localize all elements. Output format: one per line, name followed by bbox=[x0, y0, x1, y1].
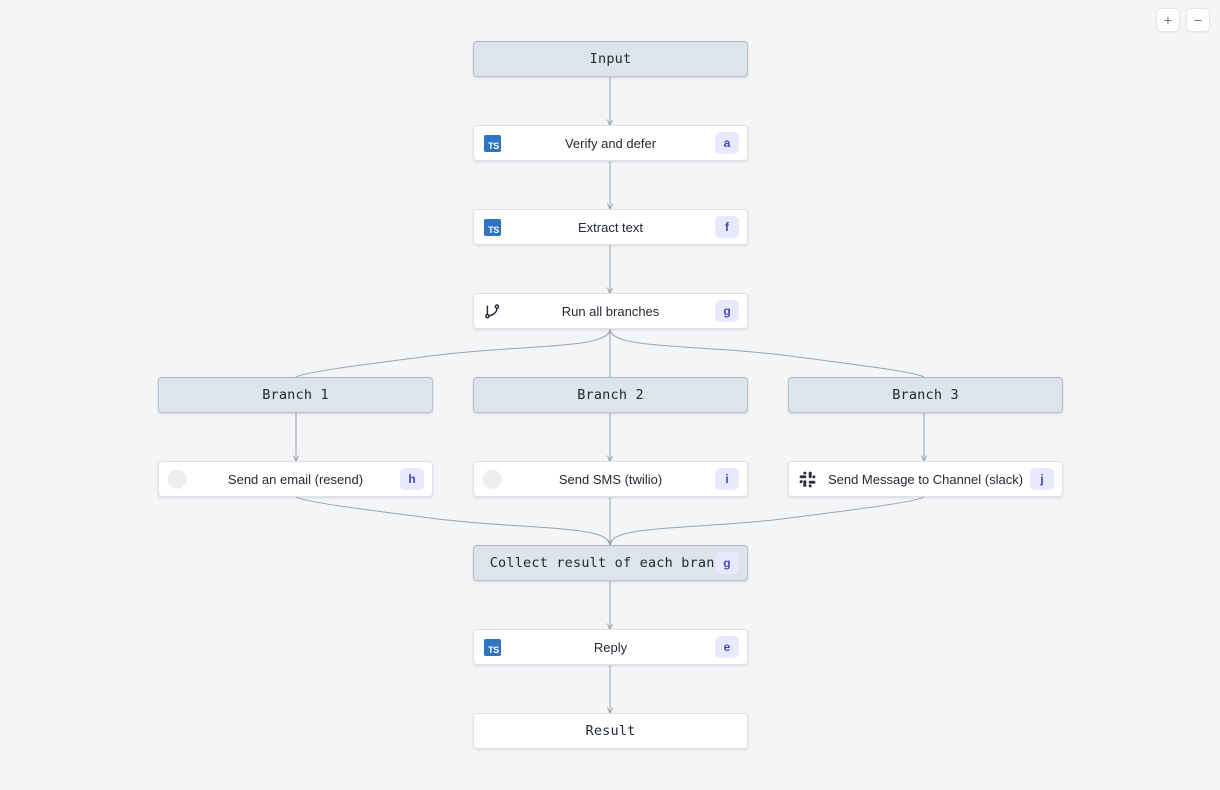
node-label: Branch 2 bbox=[577, 387, 644, 403]
node-badge[interactable]: h bbox=[400, 468, 424, 490]
node-label: Send an email (resend) bbox=[227, 471, 364, 487]
node-label: Result bbox=[585, 723, 636, 739]
edge-email-collect bbox=[295, 496, 611, 546]
node-badge[interactable]: j bbox=[1030, 468, 1054, 490]
node-badge[interactable]: g bbox=[715, 552, 739, 574]
edge-runall-branch3 bbox=[609, 328, 925, 378]
edge-runall-branch1 bbox=[295, 328, 611, 378]
node-extract-text[interactable]: TS Extract text f bbox=[473, 209, 748, 245]
ts-icon: TS bbox=[482, 133, 502, 153]
node-badge[interactable]: a bbox=[715, 132, 739, 154]
node-label: Collect result of each branch bbox=[489, 555, 732, 571]
node-send-an-email[interactable]: Send an email (resend) h bbox=[158, 461, 433, 497]
node-label: Run all branches bbox=[561, 303, 660, 319]
zoom-in-button[interactable]: + bbox=[1156, 8, 1180, 32]
placeholder-icon bbox=[167, 469, 187, 489]
node-label: Send SMS (twilio) bbox=[558, 471, 663, 487]
zoom-controls: + − bbox=[1156, 8, 1210, 32]
ts-icon: TS bbox=[482, 637, 502, 657]
node-collect-result[interactable]: Collect result of each branch g bbox=[473, 545, 748, 581]
node-badge[interactable]: f bbox=[715, 216, 739, 238]
node-label: Send Message to Channel (slack) bbox=[827, 471, 1024, 487]
zoom-out-button[interactable]: − bbox=[1186, 8, 1210, 32]
node-reply[interactable]: TS Reply e bbox=[473, 629, 748, 665]
node-verify-and-defer[interactable]: TS Verify and defer a bbox=[473, 125, 748, 161]
node-result[interactable]: Result bbox=[473, 713, 748, 749]
placeholder-icon bbox=[482, 469, 502, 489]
node-badge[interactable]: i bbox=[715, 468, 739, 490]
node-label: Extract text bbox=[577, 219, 644, 235]
slack-icon bbox=[797, 469, 817, 489]
node-label: Branch 1 bbox=[262, 387, 329, 403]
branch-icon bbox=[482, 301, 502, 321]
node-branch-1[interactable]: Branch 1 bbox=[158, 377, 433, 413]
node-send-sms[interactable]: Send SMS (twilio) i bbox=[473, 461, 748, 497]
node-label: Verify and defer bbox=[564, 135, 657, 151]
ts-icon: TS bbox=[482, 217, 502, 237]
node-run-all-branches[interactable]: Run all branches g bbox=[473, 293, 748, 329]
node-branch-2[interactable]: Branch 2 bbox=[473, 377, 748, 413]
node-branch-3[interactable]: Branch 3 bbox=[788, 377, 1063, 413]
node-label: Input bbox=[589, 51, 632, 67]
node-badge[interactable]: g bbox=[715, 300, 739, 322]
node-label: Reply bbox=[593, 639, 628, 655]
node-badge[interactable]: e bbox=[715, 636, 739, 658]
node-input[interactable]: Input bbox=[473, 41, 748, 77]
edge-slack-collect bbox=[609, 496, 925, 546]
node-label: Branch 3 bbox=[892, 387, 959, 403]
node-send-message-to-channel[interactable]: Send Message to Channel (slack) j bbox=[788, 461, 1063, 497]
